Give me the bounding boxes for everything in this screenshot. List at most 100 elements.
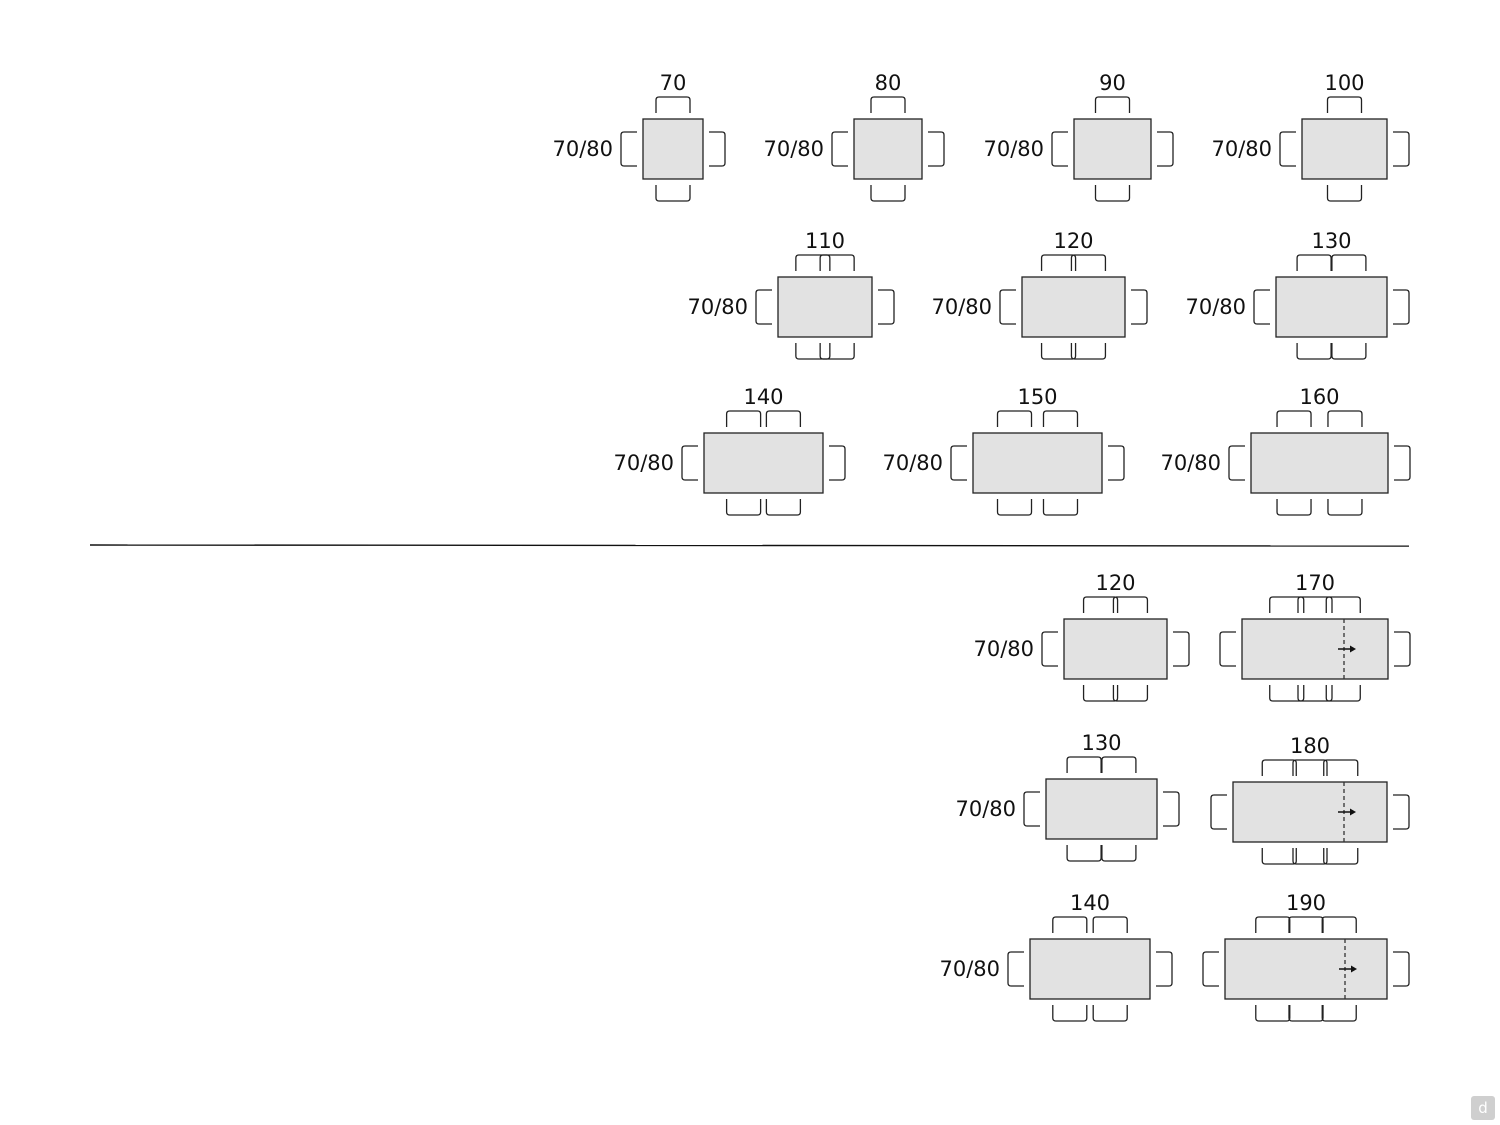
length-label: 130	[1081, 731, 1121, 755]
chair-icon	[709, 131, 726, 167]
width-label: 70/80	[1185, 295, 1246, 319]
chair-icon	[1288, 1005, 1324, 1022]
chair-icon	[1040, 254, 1077, 271]
chair-icon	[655, 96, 691, 113]
chair-icon	[1297, 596, 1333, 613]
arrow-head-icon	[1350, 808, 1356, 816]
chair-icon	[831, 131, 848, 167]
chair-icon	[1279, 131, 1296, 167]
table-top	[1029, 938, 1151, 1000]
table-top	[777, 276, 873, 338]
chair-icon	[620, 131, 637, 167]
chair-icon	[819, 343, 855, 360]
length-label: 160	[1299, 385, 1339, 409]
table-top	[1073, 118, 1152, 180]
table-top	[1241, 618, 1389, 680]
chair-icon	[829, 445, 846, 481]
chair-icon	[1331, 254, 1367, 271]
length-label: 120	[1053, 229, 1093, 253]
chair-icon	[1042, 499, 1079, 516]
width-label: 70/80	[552, 137, 613, 161]
chair-icon	[755, 289, 772, 325]
fixed-table-70: 70 70/80	[552, 71, 726, 202]
length-label: 190	[1286, 891, 1326, 915]
fixed-table-160: 160 70/80	[1160, 385, 1411, 516]
chair-icon	[999, 289, 1016, 325]
chair-icon	[1082, 596, 1119, 613]
chair-icon	[1210, 794, 1227, 830]
table-top	[1063, 618, 1168, 680]
chair-icon	[1042, 410, 1079, 427]
chair-icon	[1023, 791, 1040, 827]
chair-icon	[1163, 791, 1180, 827]
fixed-table-110: 110 70/80	[687, 229, 895, 360]
chair-icon	[1276, 410, 1312, 427]
chair-icon	[1112, 596, 1149, 613]
d-logo-icon: d	[1471, 1096, 1495, 1120]
chair-icon	[1321, 1005, 1357, 1022]
width-label: 70/80	[939, 957, 1000, 981]
chair-icon	[1296, 254, 1332, 271]
chair-icon	[1112, 685, 1149, 702]
chair-icon	[1070, 254, 1107, 271]
table-top	[1021, 276, 1126, 338]
chair-icon	[1325, 596, 1361, 613]
chair-icon	[1292, 848, 1328, 865]
chair-icon	[795, 343, 831, 360]
width-label: 70/80	[763, 137, 824, 161]
arrow-head-icon	[1350, 645, 1356, 653]
table-top	[1224, 938, 1388, 1000]
length-label: 170	[1295, 571, 1335, 595]
chair-icon	[681, 445, 698, 481]
chair-icon	[1173, 631, 1190, 667]
chair-icon	[1157, 131, 1174, 167]
chair-icon	[1261, 848, 1297, 865]
extendable-table-open-170: 170	[1219, 571, 1411, 702]
chair-icon	[1156, 951, 1173, 987]
width-label: 70/80	[1160, 451, 1221, 475]
length-label: 110	[805, 229, 845, 253]
extendable-table-open-190: 190	[1202, 891, 1410, 1022]
length-label: 70	[660, 71, 687, 95]
table-top	[1301, 118, 1388, 180]
chair-icon	[1228, 445, 1245, 481]
width-label: 70/80	[931, 295, 992, 319]
chair-icon	[655, 185, 691, 202]
chair-icon	[1321, 916, 1357, 933]
fixed-table-100: 100 70/80	[1211, 71, 1410, 202]
chair-icon	[1325, 685, 1361, 702]
length-label: 140	[743, 385, 783, 409]
width-label: 70/80	[955, 797, 1016, 821]
chair-icon	[765, 410, 802, 427]
width-label: 70/80	[687, 295, 748, 319]
chair-icon	[928, 131, 945, 167]
chair-icon	[1394, 445, 1411, 481]
chair-icon	[1092, 1005, 1128, 1022]
length-label: 100	[1324, 71, 1364, 95]
chair-icon	[950, 445, 967, 481]
extendable-table-closed-130: 130 70/80	[955, 731, 1180, 862]
chair-icon	[1051, 131, 1068, 167]
chair-icon	[1323, 759, 1359, 776]
chair-icon	[1092, 916, 1128, 933]
chair-icon	[1276, 499, 1312, 516]
chair-icon	[1066, 756, 1102, 773]
length-label: 90	[1099, 71, 1126, 95]
chair-icon	[996, 499, 1033, 516]
table-top	[1232, 781, 1388, 843]
width-label: 70/80	[1211, 137, 1272, 161]
chair-icon	[1394, 631, 1411, 667]
chair-icon	[765, 499, 802, 516]
chair-icon	[1101, 756, 1137, 773]
chair-icon	[1253, 289, 1270, 325]
chair-icon	[878, 289, 895, 325]
chair-icon	[1255, 1005, 1291, 1022]
chair-icon	[996, 410, 1033, 427]
chair-icon	[1326, 185, 1363, 202]
chair-icon	[1082, 685, 1119, 702]
